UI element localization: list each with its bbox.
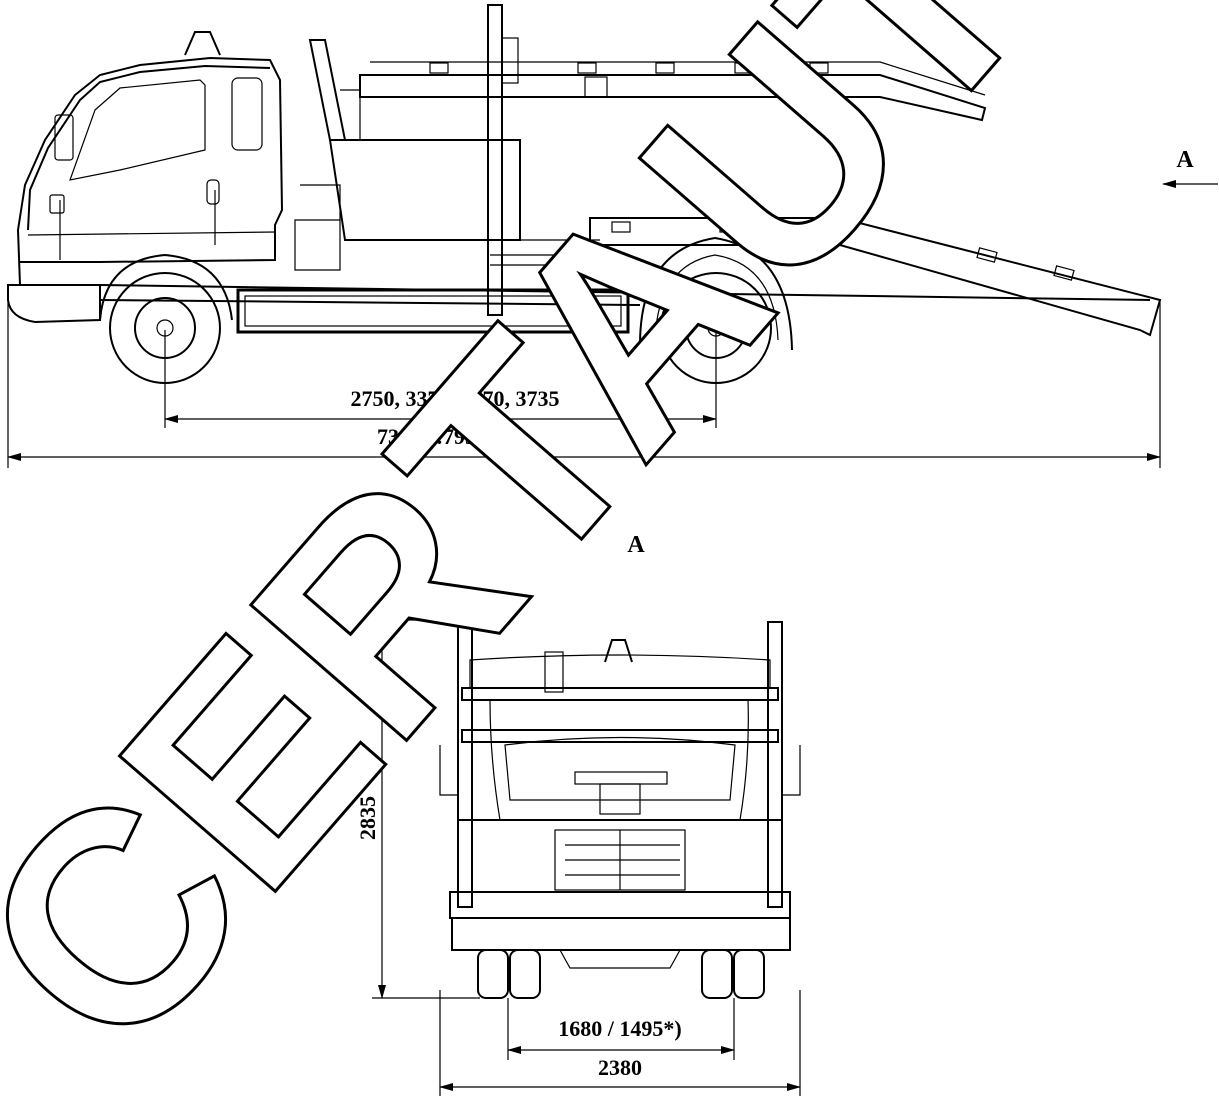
side-dimensions: 2750, 3375, 3570, 3735 7300…7930 A: [7, 147, 1218, 468]
rear-view: A 2835: [355, 532, 801, 1096]
rear-view-title: A: [627, 532, 645, 558]
chassis-frame: [99, 184, 1151, 334]
height-label: 2835: [355, 796, 380, 840]
truck-cab: [7, 31, 284, 324]
right-inner-wheel: [701, 949, 733, 999]
rear-dimensions: 2835 1680 / 1495*) 2380: [355, 619, 801, 1096]
track-label: 1680 / 1495*): [558, 1016, 681, 1041]
front-wheel: [99, 253, 233, 384]
right-outer-wheel: [733, 949, 765, 999]
lower-deck: [589, 217, 1162, 337]
length-label: 7300…7930: [377, 424, 487, 449]
view-marker-label: A: [1176, 147, 1194, 173]
width-label: 2380: [598, 1055, 642, 1080]
left-outer-wheel: [477, 949, 509, 999]
side-view: 2750, 3375, 3570, 3735 7300…7930 A: [7, 4, 1218, 468]
right-post: [767, 621, 783, 908]
lift-mechanism: [308, 4, 600, 316]
left-inner-wheel: [509, 949, 541, 999]
left-post: [457, 621, 473, 908]
wheelbase-label: 2750, 3375, 3570, 3735: [351, 386, 560, 411]
